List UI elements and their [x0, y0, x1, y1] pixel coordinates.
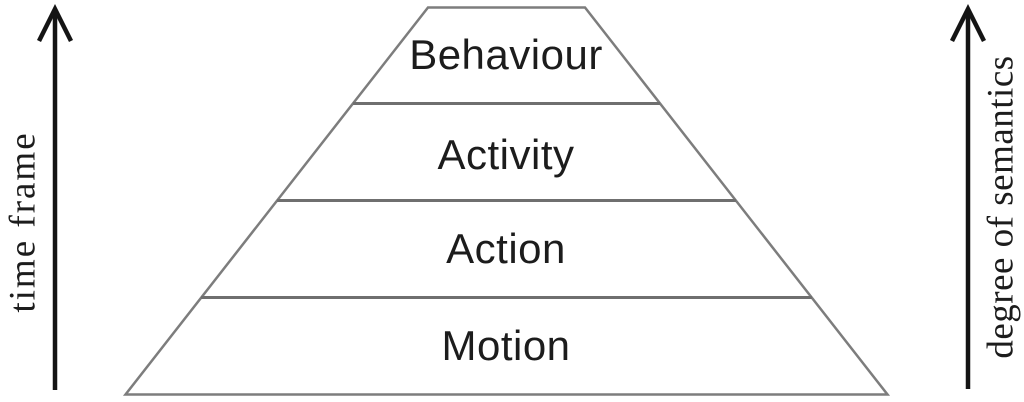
pyramid-level-motion: Motion: [441, 322, 571, 369]
arrow-up-icon: [949, 3, 987, 389]
left-axis-label-time-frame: time frame: [2, 131, 44, 313]
pyramid-level-action: Action: [446, 225, 566, 272]
pyramid-level-activity: Activity: [437, 131, 575, 178]
pyramid-level-behaviour: Behaviour: [409, 31, 603, 78]
arrow-up-icon: [36, 3, 74, 390]
right-axis-label-degree-of-semantics: degree of semantics: [980, 55, 1022, 359]
